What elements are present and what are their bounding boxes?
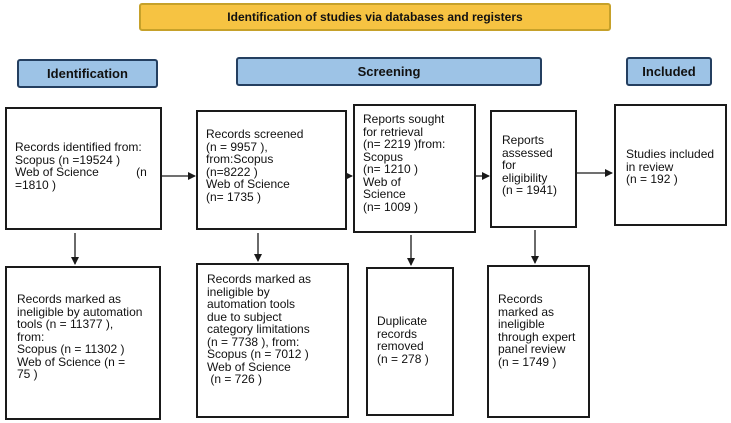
ineligible-automation-line: from: (17, 329, 45, 344)
stage-screening-label: Screening (357, 64, 421, 79)
reports-sought-line: (n= 1009 ) (363, 199, 419, 214)
ineligible-expert-line: Records (498, 292, 543, 306)
reports-sought-line: (n= 2219 )from: (363, 137, 446, 151)
records-screened-line: (n=8222 ) (206, 164, 258, 179)
records-identified-line: (n (136, 165, 147, 179)
reports-sought-line: Science (363, 187, 406, 201)
ineligible-expert-line: panel review (498, 342, 566, 356)
records-identified-line: =1810 ) (15, 177, 57, 192)
reports-assessed-box: Reports assessed for eligibility (n = 19… (490, 110, 577, 228)
ineligible-expert-line: (n = 1749 ) (498, 354, 557, 369)
ineligible-expert-line: ineligible (498, 317, 545, 331)
records-identified-line: Scopus (n =19524 ) (15, 152, 121, 167)
ineligible-category-line: (n = 7738 ), from: (207, 334, 300, 349)
duplicates-removed-line: records (377, 326, 418, 341)
ineligible-automation-line: 75 ) (17, 367, 38, 381)
ineligible-category-line: category limitations (207, 322, 310, 336)
ineligible-automation-line: Records marked as (17, 292, 122, 306)
studies-included-line: (n = 192 ) (626, 172, 678, 186)
ineligible-automation-line: Web of Science (n = (17, 354, 126, 369)
duplicates-removed-box: Duplicate records removed (n = 278 ) (366, 267, 454, 416)
duplicates-removed-line: Duplicate (377, 314, 428, 328)
reports-assessed-line: assessed (502, 145, 553, 160)
ineligible-category-line: Records marked as (207, 272, 312, 286)
ineligible-category-line: Scopus (n = 7012 ) (207, 347, 309, 361)
reports-sought-line: for retrieval (363, 124, 424, 139)
stage-included-header: Included (626, 57, 712, 86)
ineligible-category-box: Records marked as ineligible by automati… (196, 263, 349, 418)
records-identified-line: Records identified from: (15, 140, 142, 154)
stage-screening-header: Screening (236, 57, 542, 86)
studies-included-line: in review (626, 159, 674, 174)
ineligible-expert-line: through expert (498, 329, 576, 344)
ineligible-category-line: ineligible by (207, 284, 270, 299)
top-banner-label: Identification of studies via databases … (227, 10, 523, 24)
studies-included-box: Studies included in review (n = 192 ) (614, 104, 727, 226)
records-identified-box: Records identified from: Scopus (n =1952… (5, 107, 162, 230)
reports-sought-line: (n= 1210 ) (363, 162, 419, 176)
ineligible-expert-line: marked as (498, 304, 555, 319)
reports-sought-line: Reports sought (363, 112, 445, 126)
ineligible-automation-line: Scopus (n = 11302 ) (17, 342, 125, 356)
reports-sought-line: Web of (363, 174, 401, 189)
ineligible-automation-box: Records marked as ineligible by automati… (5, 266, 161, 420)
records-screened-box: Records screened (n = 9957 ), from:Scopu… (196, 110, 347, 230)
stage-included-label: Included (642, 64, 696, 79)
records-identified-line: Web of Science (15, 165, 99, 179)
ineligible-category-line: automation tools (207, 297, 296, 311)
records-screened-line: from:Scopus (206, 152, 274, 166)
ineligible-category-line: Web of Science (207, 359, 291, 374)
stage-identification-label: Identification (47, 66, 128, 81)
studies-included-line: Studies included (626, 147, 715, 161)
ineligible-category-line: due to subject (207, 309, 282, 324)
reports-assessed-line: Reports (502, 133, 545, 147)
ineligible-automation-line: tools (n = 11377 ), (17, 317, 114, 331)
stage-identification-header: Identification (17, 59, 158, 88)
reports-sought-line: Scopus (363, 149, 404, 164)
top-banner: Identification of studies via databases … (139, 3, 611, 31)
reports-assessed-line: for (502, 158, 517, 172)
ineligible-category-line: (n = 726 ) (207, 372, 263, 386)
ineligible-expert-box: Records marked as ineligible through exp… (487, 265, 590, 418)
reports-assessed-line: (n = 1941) (502, 183, 558, 197)
ineligible-automation-line: ineligible by automation (17, 304, 143, 319)
records-screened-line: Records screened (206, 127, 304, 141)
reports-assessed-line: eligibility (502, 170, 548, 185)
records-screened-line: (n = 9957 ), (206, 139, 268, 154)
records-screened-line: Web of Science (206, 177, 290, 191)
duplicates-removed-line: (n = 278 ) (377, 351, 429, 366)
duplicates-removed-line: removed (377, 339, 424, 353)
reports-sought-box: Reports sought for retrieval (n= 2219 )f… (353, 104, 476, 233)
records-screened-line: (n= 1735 ) (206, 189, 262, 204)
